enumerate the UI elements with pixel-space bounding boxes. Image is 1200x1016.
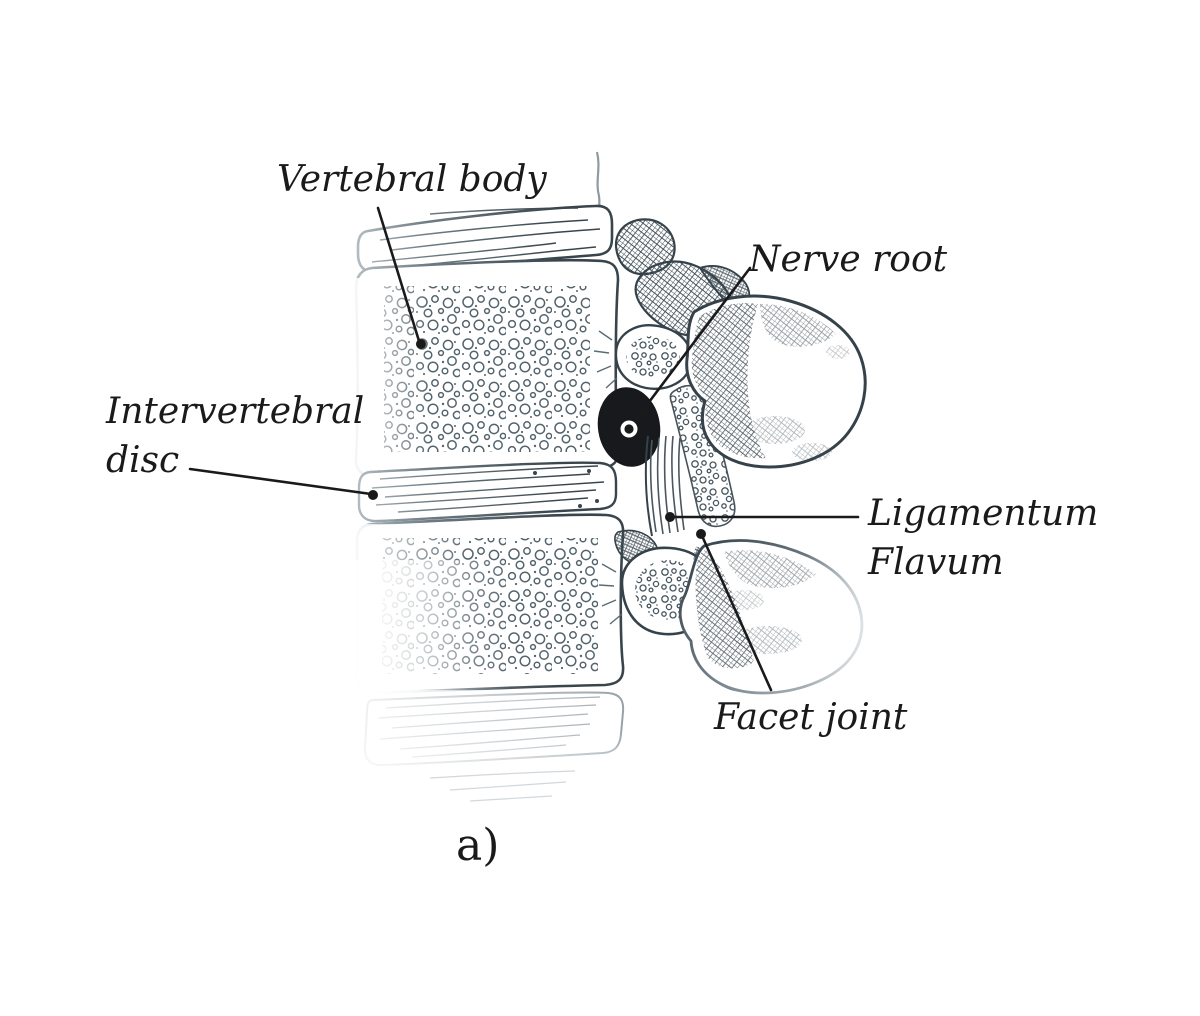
ligamentum-flavum-band (644, 435, 685, 537)
posterior-elements-lower (598, 529, 886, 701)
superior-articular-process (614, 218, 676, 276)
lower-vertebral-body (350, 513, 625, 700)
spinous-process-upper (685, 294, 867, 469)
vertebral-body-leader (376, 206, 421, 343)
figure-marker: a) (456, 820, 500, 871)
upper-vertebral-body (350, 258, 620, 478)
nerve-root-label: Nerve root (749, 239, 948, 280)
nerve-root-leader (629, 266, 752, 428)
facet-joint-leader (701, 536, 773, 692)
intervertebral-disc (357, 461, 618, 523)
facet-joint-label: Facet joint (714, 697, 908, 738)
upper-disc-band (356, 204, 614, 274)
ligamentum-flavum-label-line1: Ligamentum (868, 493, 1099, 534)
spinous-process-lower (678, 539, 886, 701)
ligamentum-flavum-label-line2: Flavum (868, 541, 1004, 583)
leader-lines (188, 206, 860, 692)
intervertebral-disc-label-line2: disc (106, 439, 180, 481)
vertebral-body-label: Vertebral body (277, 159, 547, 200)
intervertebral-disc-label: Intervertebral disc (106, 388, 364, 486)
intervertebral-disc-leader (188, 467, 373, 496)
leader-dots (368, 339, 706, 539)
lower-disc-band (340, 690, 650, 802)
intervertebral-disc-label-line1: Intervertebral (106, 391, 365, 432)
ligamentum-flavum-label: Ligamentum Flavum (868, 490, 1098, 588)
